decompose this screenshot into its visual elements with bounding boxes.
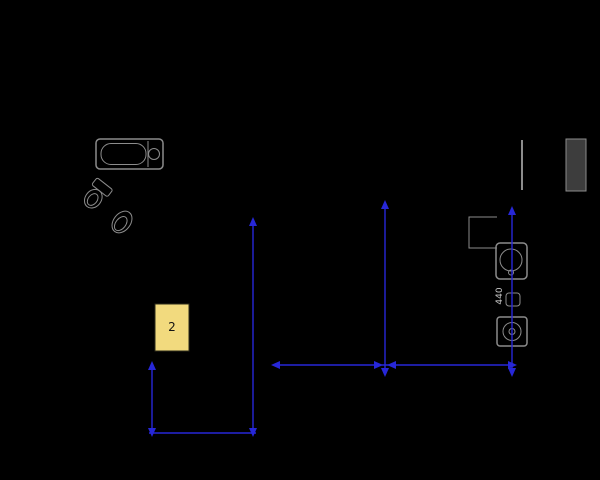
- tall-cabinet[interactable]: [565, 138, 587, 192]
- toilet[interactable]: [79, 177, 113, 213]
- counter-dimension-label: 440: [495, 287, 505, 304]
- bathtub-drain: [148, 148, 160, 160]
- sink-faucet: [508, 269, 514, 276]
- arrowhead-up-icon: [249, 217, 257, 226]
- bathtub-outer-outline: [95, 138, 164, 170]
- arrowhead-left-icon: [387, 361, 396, 369]
- sink-basin: [499, 248, 523, 272]
- arrowhead-down-icon: [508, 368, 516, 377]
- bathtub-basin-outline: [100, 143, 147, 165]
- counter-outline[interactable]: [468, 216, 497, 249]
- dimension-vertical-4[interactable]: [148, 361, 156, 437]
- arrowhead-up-icon: [381, 200, 389, 209]
- dimension-vertical-3[interactable]: [508, 206, 516, 377]
- toilet-bowl-inner: [86, 193, 99, 206]
- bathtub[interactable]: [95, 138, 164, 170]
- furniture-item-number: 2: [168, 320, 176, 334]
- counter-module[interactable]: [505, 292, 521, 307]
- arrowhead-right-icon: [508, 361, 517, 369]
- bidet-basin: [113, 216, 128, 232]
- furniture-item-2[interactable]: 2: [154, 303, 190, 352]
- bidet-outline: [111, 210, 133, 234]
- furniture-item-outline: [154, 303, 190, 352]
- arrowhead-up-icon: [508, 206, 516, 215]
- arrowhead-down-icon: [381, 368, 389, 377]
- dimension-vertical-2[interactable]: [381, 200, 389, 377]
- dimension-vertical-1[interactable]: [249, 217, 257, 437]
- arrowhead-up-icon: [148, 361, 156, 370]
- toilet-bowl: [83, 188, 103, 209]
- dimension-horizontal-1[interactable]: [271, 361, 517, 369]
- bidet[interactable]: [108, 207, 136, 236]
- arrowhead-right-icon: [374, 361, 383, 369]
- arrowhead-left-icon: [271, 361, 280, 369]
